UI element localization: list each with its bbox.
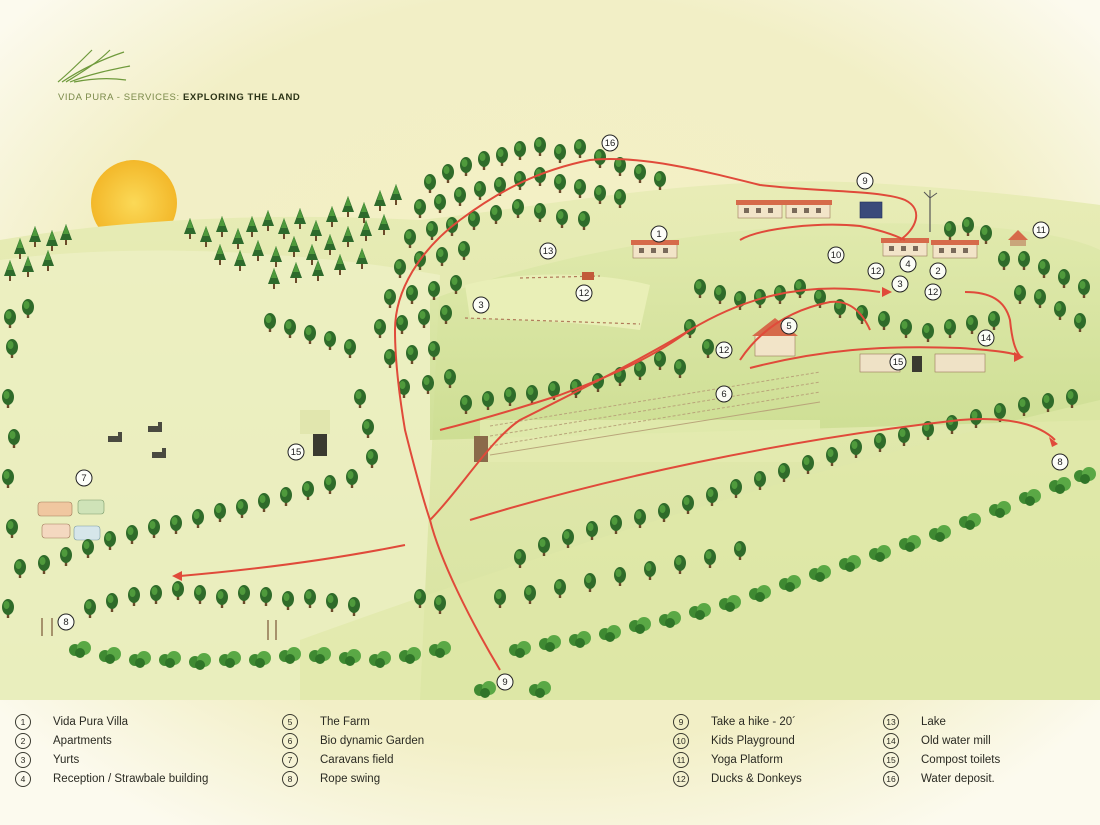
map-marker-number: 15	[893, 357, 904, 368]
legend-number: 7	[282, 752, 298, 768]
rope-swing	[41, 618, 277, 640]
legend-number: 15	[883, 752, 899, 768]
map-marker: 8	[1051, 453, 1069, 471]
legend-label: Take a hike - 20´	[711, 716, 797, 728]
solar-panels	[859, 190, 938, 232]
legend-number: 5	[282, 714, 298, 730]
compost-toilet	[313, 434, 327, 456]
map-marker-number: 2	[935, 266, 940, 277]
map-marker-number: 6	[721, 389, 726, 400]
map-marker: 13	[539, 242, 557, 260]
map-marker: 12	[867, 262, 885, 280]
map-marker: 2	[929, 262, 947, 280]
legend-number: 9	[673, 714, 689, 730]
legend-number: 11	[673, 752, 689, 768]
brand-text: VIDA PURA - SERVICES:	[58, 92, 180, 103]
map-marker-number: 8	[63, 617, 68, 628]
map-markers: 16 9 1 13 11 10 4 2 12 3 12 3 12 5 12 14 15 6 15 7 8 8 9	[57, 134, 1069, 691]
map-marker-number: 4	[905, 259, 910, 270]
mill-building	[859, 353, 986, 373]
garden-rows	[474, 371, 821, 462]
legend-label: Compost toilets	[921, 754, 1001, 766]
map-marker: 1	[650, 225, 668, 243]
legend-number: 3	[15, 752, 31, 768]
map-marker-number: 12	[719, 345, 730, 356]
donkeys	[108, 422, 166, 458]
legend-number: 13	[883, 714, 899, 730]
map-marker-number: 9	[502, 677, 507, 688]
map-marker-number: 7	[81, 473, 86, 484]
map-marker: 12	[715, 341, 733, 359]
legend-label: Rope swing	[320, 773, 381, 785]
map-marker: 6	[715, 385, 733, 403]
legend-label: Yoga Platform	[711, 754, 783, 766]
yoga-platform	[1008, 230, 1028, 246]
caravans	[37, 499, 105, 541]
legend-label: Water deposit.	[921, 773, 995, 785]
map-marker-number: 3	[897, 279, 902, 290]
legend-number: 1	[15, 714, 31, 730]
legend-label: Kids Playground	[711, 735, 795, 747]
legend-label: Vida Pura Villa	[53, 716, 129, 728]
legend-label: Bio dynamic Garden	[320, 735, 425, 747]
legend-label: The Farm	[320, 716, 370, 728]
map-marker: 12	[575, 284, 593, 302]
map-marker-number: 12	[928, 287, 939, 298]
map-marker: 7	[75, 469, 93, 487]
map-marker-number: 16	[605, 138, 616, 149]
map-marker: 3	[891, 275, 909, 293]
grass-logo	[57, 49, 131, 83]
yurt-meadow	[465, 274, 650, 330]
villa-building	[630, 239, 680, 259]
hiking-trail	[179, 158, 1056, 671]
map-marker: 15	[889, 353, 907, 371]
map-marker-number: 3	[478, 300, 483, 311]
legend-number: 10	[673, 733, 689, 749]
legend-label: Old water mill	[921, 735, 991, 747]
legend-label: Ducks & Donkeys	[711, 773, 802, 785]
legend-label: Yurts	[53, 754, 80, 766]
map-marker: 16	[601, 134, 619, 152]
subtitle-text: EXPLORING THE LAND	[182, 92, 301, 103]
map-marker-number: 1	[656, 229, 661, 240]
map-marker: 5	[780, 317, 798, 335]
map-marker-number: 10	[831, 250, 842, 261]
legend-label: Caravans field	[320, 754, 394, 766]
legend-number: 8	[282, 771, 298, 787]
legend-label: Reception / Strawbale building	[53, 773, 209, 785]
map-marker: 8	[57, 613, 75, 631]
map-marker-number: 12	[579, 288, 590, 299]
map-marker: 10	[827, 246, 845, 264]
trail-arrowheads	[172, 287, 1058, 581]
legend-number: 16	[883, 771, 899, 787]
legend-number: 6	[282, 733, 298, 749]
map-marker: 11	[1032, 221, 1050, 239]
map-marker: 12	[924, 283, 942, 301]
map-marker: 9	[856, 172, 874, 190]
legend-number: 4	[15, 771, 31, 787]
map-marker-number: 14	[981, 333, 992, 344]
map-marker: 14	[977, 329, 995, 347]
map-marker: 9	[496, 673, 514, 691]
legend-number: 14	[883, 733, 899, 749]
map-marker-number: 13	[543, 246, 554, 257]
map-marker: 4	[899, 255, 917, 273]
page-title: VIDA PURA - SERVICES: EXPLORING THE LAND	[58, 92, 300, 103]
map-marker-number: 5	[786, 321, 791, 332]
map-marker: 15	[287, 443, 305, 461]
map-marker-number: 8	[1057, 457, 1062, 468]
map-legend: 1 Vida Pura Villa 2 Apartments 3 Yurts 4 Recept…	[0, 705, 1100, 825]
map-marker-number: 9	[862, 176, 867, 187]
legend-label: Apartments	[53, 735, 112, 747]
map-marker: 3	[472, 296, 490, 314]
legend-number: 12	[673, 771, 689, 787]
map-marker-number: 11	[1036, 225, 1046, 236]
legend-label: Lake	[921, 716, 946, 728]
map-marker-number: 12	[871, 266, 882, 277]
map-marker-number: 15	[291, 447, 302, 458]
legend-number: 2	[15, 733, 31, 749]
